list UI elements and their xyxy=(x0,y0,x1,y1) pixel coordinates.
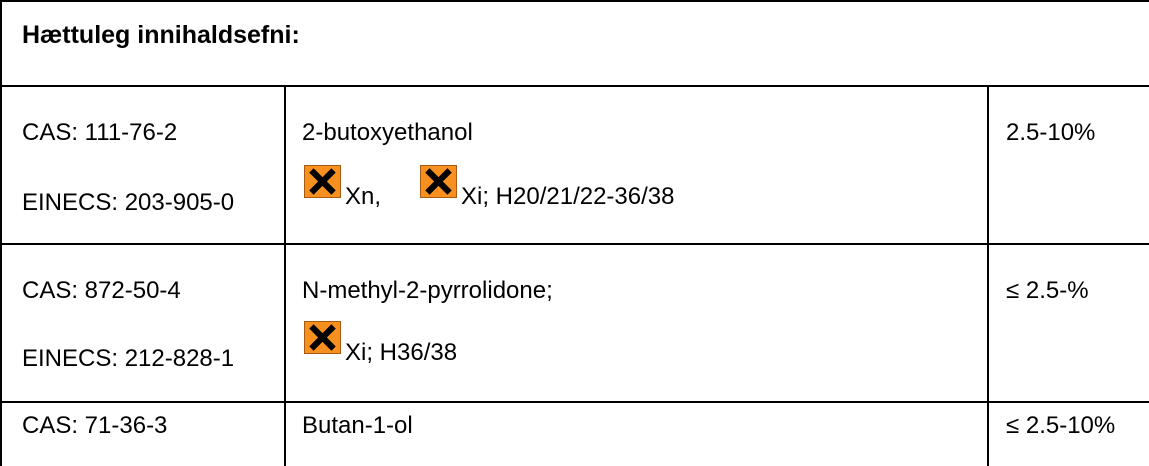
row-1-concentration: 2.5-10% xyxy=(1006,119,1096,146)
row-divider-1 xyxy=(0,243,1149,245)
row-3-cas: CAS: 71-36-3 xyxy=(22,412,168,439)
row-2-concentration: ≤ 2.5-% xyxy=(1006,277,1089,304)
row-3-concentration: ≤ 2.5-10% xyxy=(1006,412,1116,439)
table-border-top xyxy=(0,0,1149,2)
hazard-x-icon xyxy=(304,321,341,354)
hazard-x-icon xyxy=(304,165,341,198)
row-1-einecs: EINECS: 203-905-0 xyxy=(22,189,235,216)
row-1-name: 2-butoxyethanol xyxy=(302,119,473,146)
row-2-einecs: EINECS: 212-828-1 xyxy=(22,345,235,372)
row-1-hazard-1-label: Xn, xyxy=(345,183,382,210)
table-title: Hættuleg innihaldsefni: xyxy=(22,21,300,49)
row-divider-2 xyxy=(0,401,1149,403)
column-divider-2 xyxy=(987,86,989,466)
column-divider-1 xyxy=(284,86,286,466)
hazard-x-icon xyxy=(420,165,457,198)
row-2-cas: CAS: 872-50-4 xyxy=(22,277,181,304)
row-3-name: Butan-1-ol xyxy=(302,412,413,439)
table-border-left xyxy=(0,0,2,466)
row-2-name: N-methyl-2-pyrrolidone; xyxy=(302,277,553,304)
row-2-hazard-1-label: Xi; H36/38 xyxy=(345,339,458,366)
header-divider xyxy=(0,85,1149,87)
row-1-cas: CAS: 111-76-2 xyxy=(22,119,178,146)
row-1-hazard-2-label: Xi; H20/21/22-36/38 xyxy=(461,183,675,210)
